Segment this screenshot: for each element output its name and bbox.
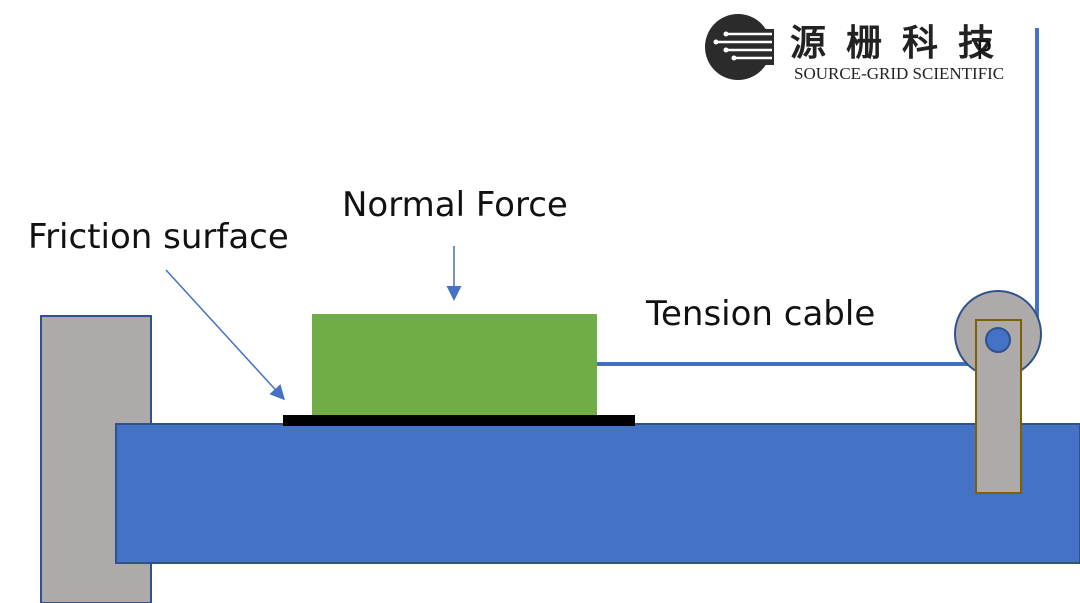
brand-name-cn: 源栅科技 <box>790 22 1015 64</box>
friction-surface-label: Friction surface <box>28 217 289 257</box>
friction-strip <box>283 415 635 426</box>
normal-force-label: Normal Force <box>342 185 568 225</box>
tension-cable-label: Tension cable <box>646 294 876 334</box>
base-platform <box>115 423 1080 564</box>
pulley-axle <box>985 327 1011 353</box>
brand-name-en: SOURCE-GRID SCIENTIFIC <box>794 64 1005 83</box>
sample-block <box>312 314 597 415</box>
friction-pointer-arrow <box>165 269 286 401</box>
pulley-mark-label: P <box>976 36 992 66</box>
circuit-globe-logo <box>705 14 774 80</box>
